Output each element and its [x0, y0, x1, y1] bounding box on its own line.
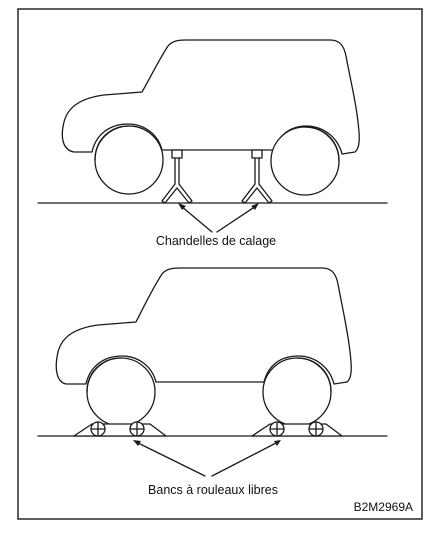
- jack-stand-left: [161, 149, 193, 204]
- leader-top-left: [180, 205, 213, 233]
- roller-right-front: [269, 421, 285, 437]
- roller-bench-left: [73, 421, 167, 437]
- arrowhead-top-left: [178, 203, 186, 210]
- car-on-free-rollers: [37, 267, 388, 477]
- roller-right-rear: [308, 421, 324, 437]
- roller-left-rear: [129, 421, 145, 437]
- wheel-front-bottom: [86, 357, 156, 427]
- leader-top-right: [216, 205, 257, 233]
- wheel-rear-bottom: [262, 357, 332, 427]
- caption-bottom: Bancs à rouleaux libres: [148, 483, 278, 497]
- jack-stand-right: [241, 149, 273, 204]
- arrowhead-top-right: [251, 203, 259, 210]
- car-body-bottom: [55, 267, 352, 385]
- roller-left-front: [90, 421, 106, 437]
- roller-bench-right: [251, 421, 343, 437]
- arrowhead-bottom-right: [274, 440, 281, 446]
- leader-bottom-left: [135, 441, 206, 477]
- caption-top: Chandelles de calage: [156, 234, 276, 248]
- wheel-front-top: [94, 125, 164, 195]
- arrowhead-bottom-left: [133, 440, 141, 446]
- figure-code: B2M2969A: [354, 500, 413, 514]
- leader-bottom-right: [211, 441, 279, 477]
- car-on-jack-stands: [37, 39, 388, 233]
- wheel-rear-top: [270, 126, 340, 196]
